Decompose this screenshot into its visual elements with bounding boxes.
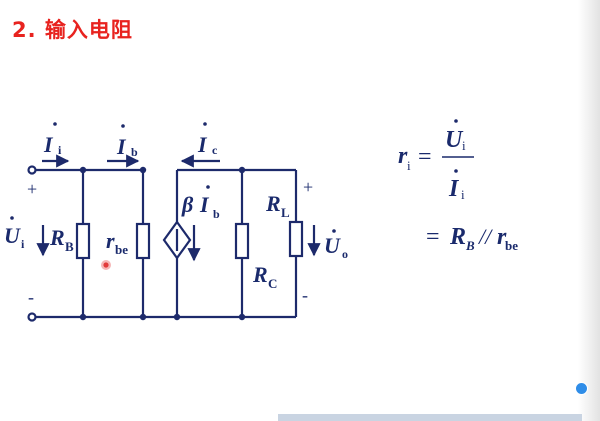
rl-resistor bbox=[288, 220, 304, 258]
ic-sub: c bbox=[212, 143, 218, 157]
rbe-resistor bbox=[135, 222, 151, 260]
section-title: 2. 输入电阻 bbox=[12, 18, 133, 42]
ib-label: I bbox=[116, 134, 127, 159]
rl-label: R bbox=[265, 191, 281, 216]
formula-equals: = bbox=[418, 144, 432, 170]
beta-label: β bbox=[181, 192, 194, 217]
formula-equals-2: = bbox=[426, 224, 440, 250]
ic-label: I bbox=[197, 132, 208, 157]
rb-label: R bbox=[49, 225, 65, 250]
ri-symbol: r bbox=[398, 143, 408, 169]
denominator-sub: i bbox=[461, 187, 465, 202]
input-plus-sign: + bbox=[27, 179, 37, 199]
bottom-scroll-bar[interactable] bbox=[278, 414, 582, 421]
rhs-parallel: // bbox=[477, 224, 493, 249]
source-current-sub: b bbox=[213, 207, 220, 221]
formula: r i = U i I i = R B // r be bbox=[398, 127, 518, 253]
ii-sub: i bbox=[58, 143, 62, 157]
denominator-symbol: I bbox=[448, 176, 460, 202]
input-terminal-top bbox=[27, 165, 37, 175]
rhs-rb-symbol: R bbox=[449, 224, 466, 250]
rc-resistor bbox=[234, 222, 250, 260]
ui-label: U bbox=[4, 223, 21, 248]
ib-sub: b bbox=[131, 145, 138, 159]
ui-sub: i bbox=[21, 237, 25, 251]
floating-button-icon[interactable] bbox=[575, 382, 588, 395]
rb-resistor bbox=[75, 222, 91, 260]
rbe-label: r bbox=[106, 228, 115, 253]
output-minus-sign: - bbox=[302, 285, 308, 305]
right-edge-shade bbox=[578, 0, 600, 421]
rc-sub: C bbox=[268, 276, 277, 291]
input-terminal-bottom bbox=[27, 312, 37, 322]
numerator-sub: i bbox=[462, 138, 466, 153]
ri-sub: i bbox=[407, 158, 411, 173]
rhs-rb-sub: B bbox=[465, 238, 475, 253]
output-plus-sign: + bbox=[303, 177, 313, 197]
input-minus-sign: - bbox=[28, 287, 34, 307]
rhs-rbe-symbol: r bbox=[497, 224, 507, 250]
rc-label: R bbox=[252, 262, 268, 287]
uo-label: U bbox=[324, 233, 341, 258]
source-current-label: I bbox=[199, 192, 210, 217]
junction-dots bbox=[79, 166, 246, 321]
rb-sub: B bbox=[65, 239, 74, 254]
ii-label: I bbox=[43, 132, 54, 157]
uo-sub: o bbox=[342, 247, 348, 261]
rbe-sub: be bbox=[115, 242, 128, 257]
rhs-rbe-sub: be bbox=[505, 238, 518, 253]
numerator-symbol: U bbox=[445, 127, 464, 153]
rl-sub: L bbox=[281, 205, 290, 220]
